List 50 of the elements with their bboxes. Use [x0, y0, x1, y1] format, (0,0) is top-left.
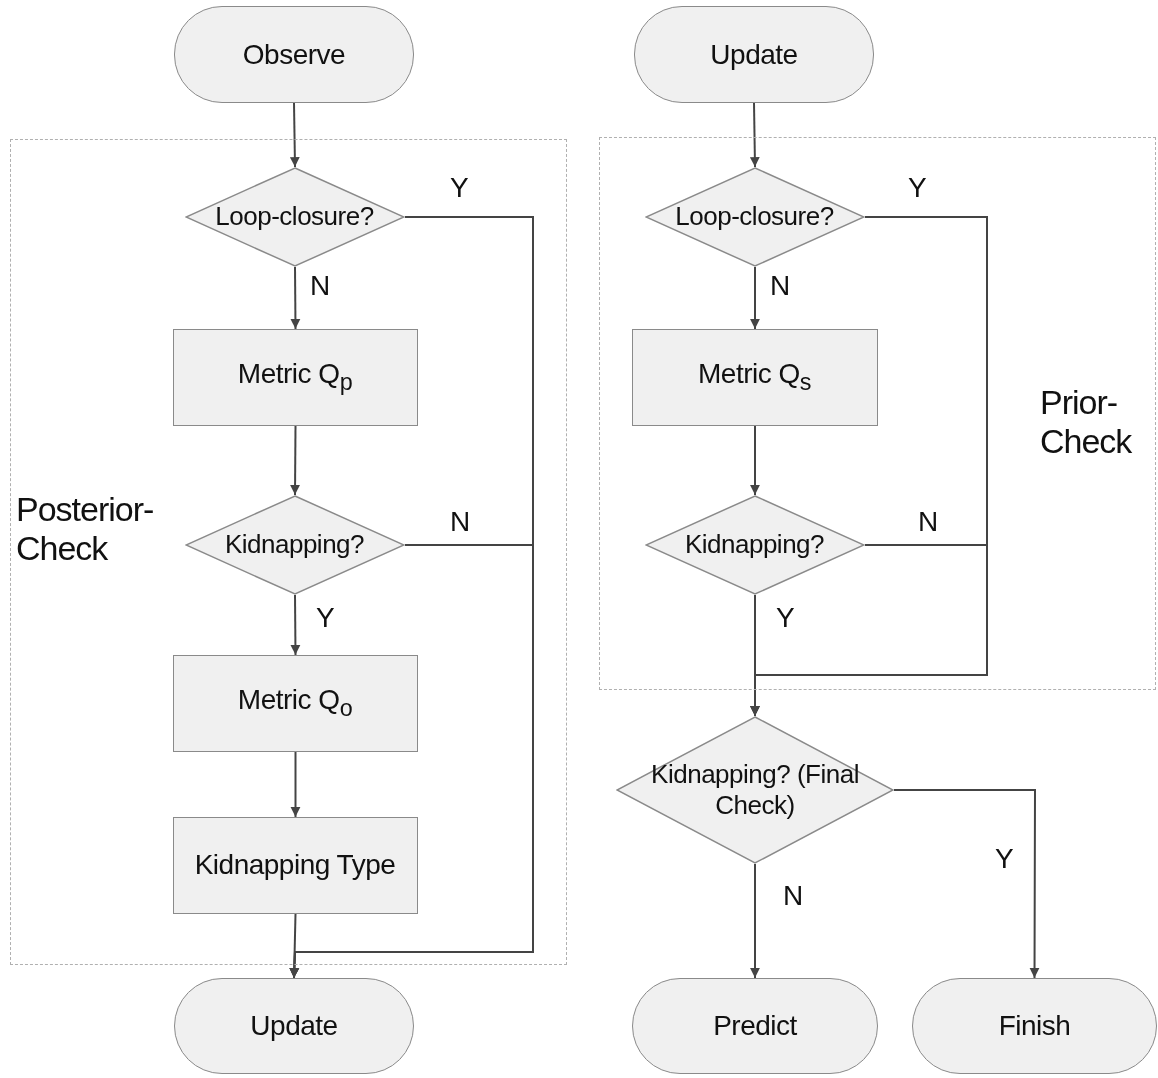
arrow — [290, 425, 300, 496]
edge-label: N — [783, 882, 804, 910]
dashed-group-box — [599, 137, 1156, 690]
decision-diamond — [184, 166, 405, 267]
arrow — [750, 544, 988, 717]
arrow — [750, 425, 760, 496]
node-label: Predict — [713, 1009, 797, 1043]
process-box — [631, 328, 878, 426]
decision-diamond — [644, 494, 865, 595]
decision-diamond — [184, 494, 405, 595]
node-label: Kidnapping? — [684, 528, 825, 561]
edge-label: Y — [450, 174, 469, 202]
node-label: Kidnapping? — [224, 528, 365, 561]
node-label: Kidnapping? (Final Check) — [650, 758, 860, 822]
process-box — [172, 654, 418, 752]
edge-label: Y — [908, 174, 927, 202]
group-label: Prior-Check — [1040, 383, 1133, 462]
edge-label: N — [770, 272, 791, 300]
node-label: Observe — [242, 37, 346, 72]
edge-label: N — [310, 272, 331, 300]
edge-label: Y — [776, 604, 795, 632]
node-label: Metric Q$_{o}$ — [237, 683, 353, 723]
decision-diamond — [644, 166, 865, 267]
node-label: Kidnapping Type — [194, 848, 396, 882]
node-label: Metric Q$_{s}$ — [698, 357, 811, 397]
terminator-shape — [912, 978, 1157, 1074]
arrow — [289, 102, 300, 168]
node-label: Metric Q$_{p}$ — [237, 357, 353, 397]
edge-label: Y — [316, 604, 335, 632]
arrow — [290, 594, 301, 656]
edge-label: Y — [995, 845, 1014, 873]
process-box — [172, 816, 418, 914]
arrow — [750, 266, 760, 330]
node-label: Update — [710, 37, 798, 72]
process-box — [172, 328, 418, 426]
arrow — [750, 863, 760, 979]
node-label: Finish — [998, 1009, 1071, 1043]
decision-diamond — [616, 716, 894, 864]
arrow — [289, 544, 534, 979]
group-label: Posterior-Check — [16, 490, 155, 569]
arrow — [290, 751, 301, 818]
dashed-group-box — [10, 139, 567, 965]
node-label: Update — [250, 1009, 338, 1043]
edge-label: N — [450, 508, 471, 536]
edge-label: N — [918, 508, 939, 536]
arrow — [290, 266, 301, 330]
arrow — [893, 789, 1040, 979]
node-label: Loop-closure? — [675, 200, 834, 233]
node-label: Loop-closure? — [215, 200, 374, 233]
arrow — [749, 102, 760, 168]
